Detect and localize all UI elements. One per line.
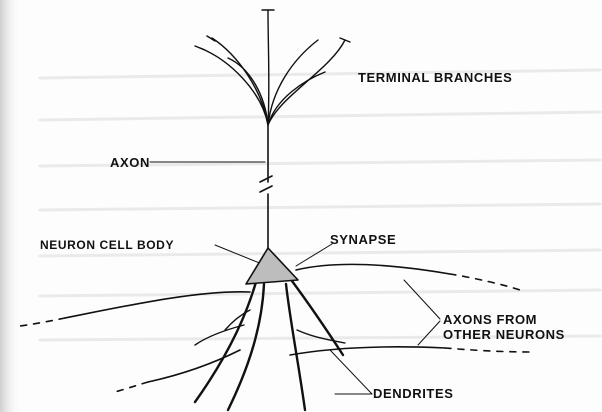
axon-shaft — [260, 122, 272, 248]
terminal-branches — [195, 10, 350, 125]
label-axons-from-line2: OTHER NEURONS — [443, 327, 565, 342]
label-dendrites: DENDRITES — [373, 386, 454, 401]
label-neuron-cell-body: NEURON CELL BODY — [40, 238, 174, 253]
dendrites — [195, 281, 343, 410]
label-axons-from-line1: AXONS FROM — [443, 312, 565, 327]
label-synapse: SYNAPSE — [330, 232, 396, 247]
label-axons-from-other-neurons: AXONS FROM OTHER NEURONS — [443, 312, 565, 342]
label-axon: AXON — [110, 155, 150, 170]
neuron-cell-body-shape — [246, 248, 298, 284]
label-terminal-branches: TERMINAL BRANCHES — [358, 70, 512, 85]
dendrite-side-branches — [195, 310, 345, 345]
